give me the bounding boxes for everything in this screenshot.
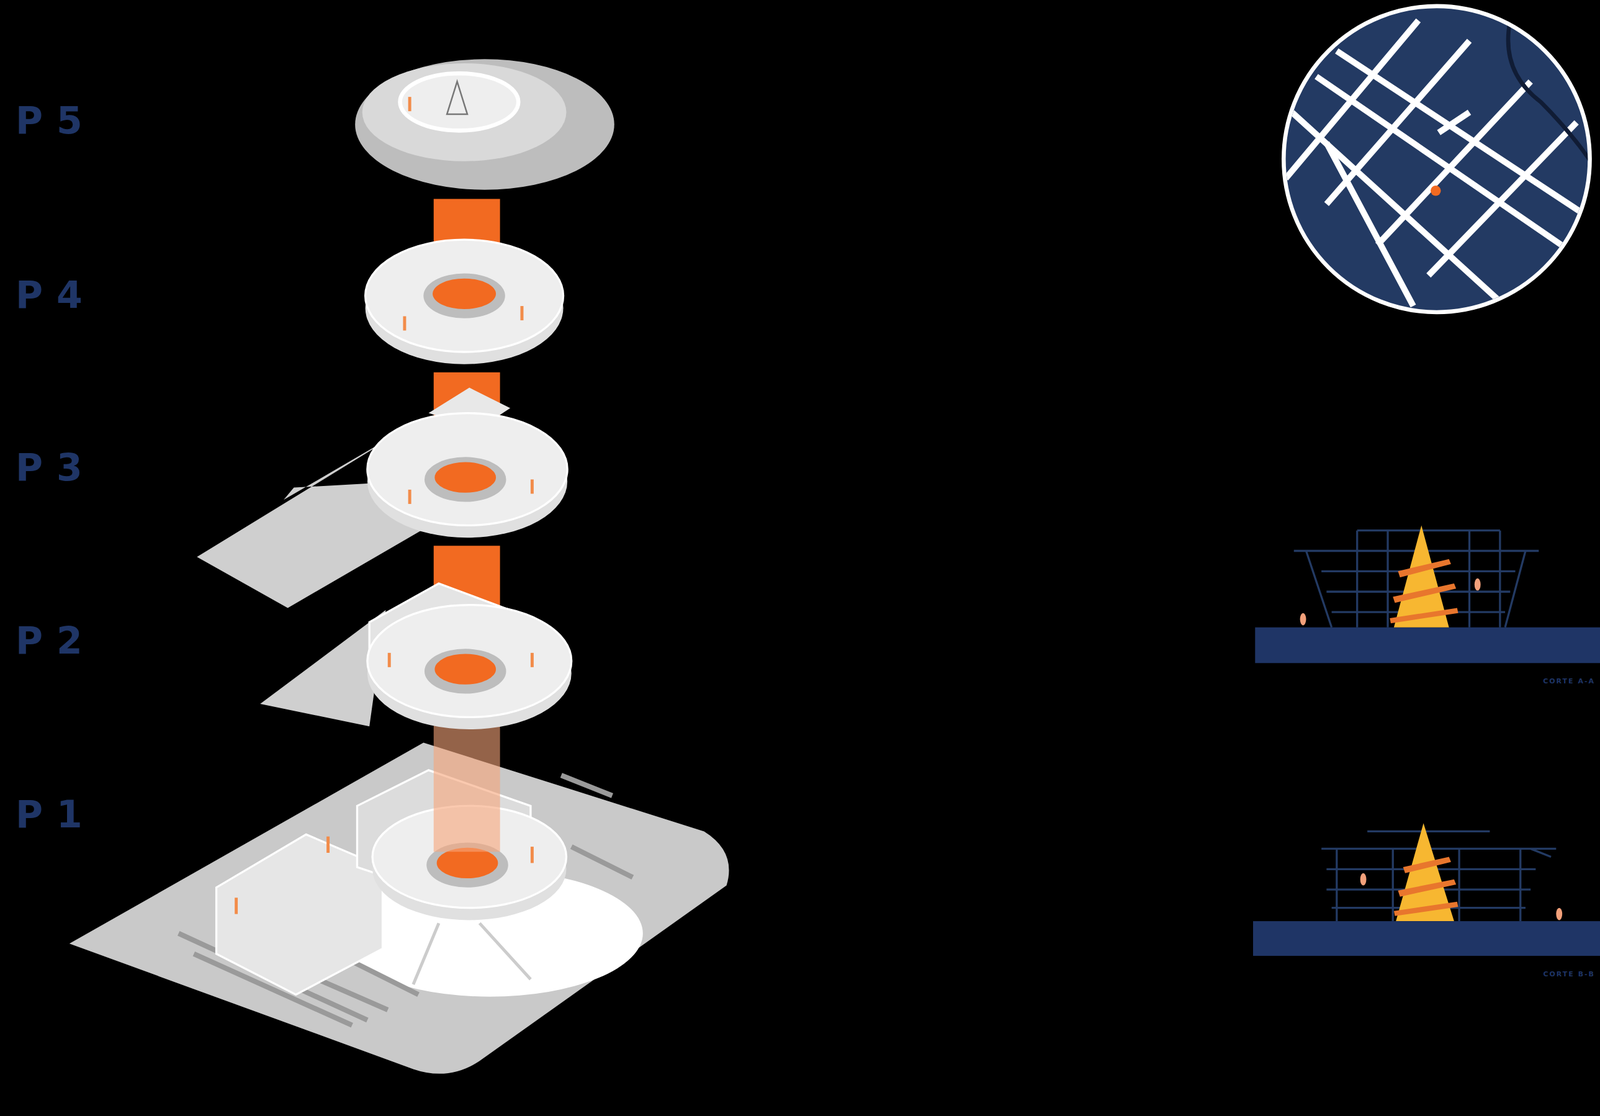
floor-label: P2 xyxy=(15,621,97,660)
road xyxy=(1438,112,1470,133)
atrium-ring xyxy=(424,456,507,502)
roof-spire xyxy=(446,81,468,115)
person xyxy=(1474,578,1481,591)
floor-label: P5 xyxy=(15,101,97,140)
floor-label: P4 xyxy=(15,276,97,314)
floor-p4 xyxy=(365,239,564,365)
pillar xyxy=(408,489,412,504)
pillar xyxy=(402,315,406,331)
map-roads xyxy=(1280,20,1592,306)
person xyxy=(1300,613,1307,626)
section-label: CORTE B-B xyxy=(1542,970,1596,979)
roof-p5 xyxy=(355,58,615,190)
section-b xyxy=(1253,822,1600,956)
map-disc xyxy=(1283,6,1590,313)
plaza-lines xyxy=(413,922,531,985)
wing-plate xyxy=(260,610,386,727)
orange-pillars xyxy=(234,96,534,914)
road xyxy=(1285,20,1419,179)
pillar xyxy=(530,479,534,494)
orange-core-faded xyxy=(433,719,501,853)
floor-disk xyxy=(367,605,572,718)
ground-floor-plate xyxy=(69,742,730,1074)
ground-band xyxy=(1253,921,1600,956)
site-plate xyxy=(69,742,730,1074)
pillar xyxy=(520,305,524,321)
atrium-void xyxy=(434,462,496,493)
pillar xyxy=(387,652,392,668)
section-a xyxy=(1254,525,1600,663)
site-marker xyxy=(1430,185,1441,196)
person xyxy=(1360,873,1367,886)
floor-p2 xyxy=(260,583,571,730)
road xyxy=(1326,142,1414,306)
atrium-ring xyxy=(423,273,506,318)
road xyxy=(1428,122,1577,276)
person xyxy=(1555,907,1563,921)
roof-disk xyxy=(355,58,615,190)
atrium-void xyxy=(432,278,496,310)
floor-p3 xyxy=(196,387,568,609)
atrium-void xyxy=(434,653,496,684)
floor-disk xyxy=(367,413,568,526)
pillar xyxy=(408,96,412,112)
floor-label: P3 xyxy=(15,448,97,486)
site-map xyxy=(1280,6,1592,313)
pillar xyxy=(234,897,238,914)
atrium-ring xyxy=(424,648,507,694)
river xyxy=(1508,20,1592,164)
spiral xyxy=(1393,857,1459,917)
atrium-void xyxy=(436,847,499,879)
roof-ring xyxy=(400,73,519,131)
road xyxy=(1377,81,1532,245)
section-label: CORTE A-A xyxy=(1542,677,1596,686)
pillar xyxy=(530,652,534,668)
floor-disk xyxy=(365,239,564,352)
pillar xyxy=(326,836,330,853)
pillar xyxy=(530,846,534,863)
floor-label: P1 xyxy=(15,795,97,833)
spiral xyxy=(1389,559,1458,624)
roof-inner xyxy=(362,63,567,162)
ground-band xyxy=(1254,627,1600,664)
